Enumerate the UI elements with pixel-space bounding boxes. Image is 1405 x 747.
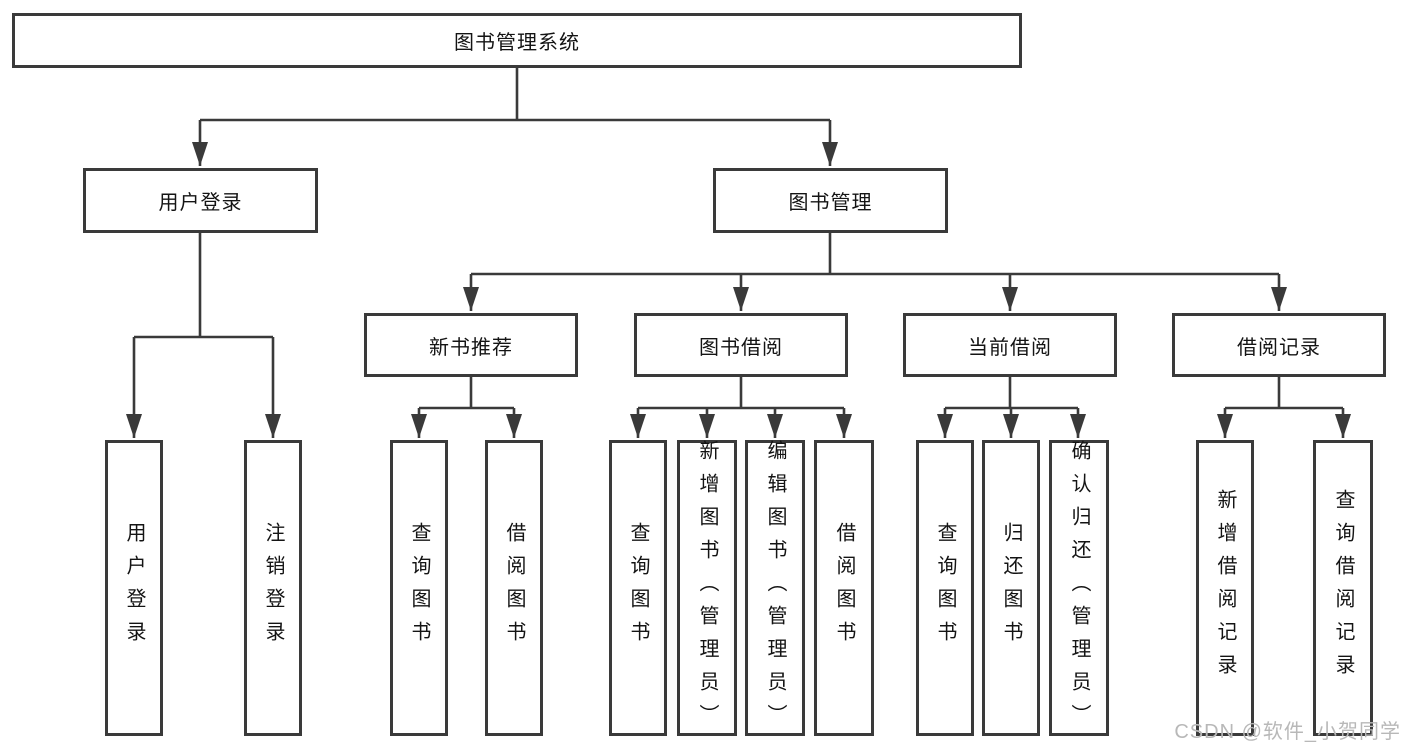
node-label: 新增图书（管理员） — [696, 439, 718, 737]
node-label: 注销登录 — [262, 522, 284, 654]
node-current-borrowing: 当前借阅 — [903, 313, 1117, 377]
watermark: CSDN @软件_小贺同学 — [1174, 721, 1401, 743]
node-label: 借阅图书 — [833, 522, 855, 654]
leaf-edit-books-admin: 编辑图书（管理员） — [745, 439, 805, 737]
node-label: 查询图书 — [934, 522, 956, 654]
leaf-borrow-books: 借阅图书 — [814, 440, 874, 736]
node-user-login: 用户登录 — [83, 168, 318, 233]
leaf-add-borrow-record: 新增借阅记录 — [1196, 440, 1254, 736]
node-label: 编辑图书（管理员） — [764, 439, 786, 737]
node-label: 归还图书 — [1000, 522, 1022, 654]
node-label: 查询图书 — [627, 522, 649, 654]
leaf-query-books-current: 查询图书 — [916, 440, 974, 736]
leaf-borrow-books-recommend: 借阅图书 — [485, 440, 543, 736]
node-book-management: 图书管理 — [713, 168, 948, 233]
leaf-query-books-borrowing: 查询图书 — [609, 440, 667, 736]
leaf-add-books-admin: 新增图书（管理员） — [677, 439, 737, 737]
node-label: 借阅图书 — [503, 522, 525, 654]
node-book-borrowing: 图书借阅 — [634, 313, 848, 377]
leaf-query-borrow-record: 查询借阅记录 — [1313, 440, 1373, 736]
leaf-user-login: 用户登录 — [105, 440, 163, 736]
node-label: 确认归还（管理员） — [1068, 439, 1090, 737]
node-root: 图书管理系统 — [12, 13, 1022, 68]
node-new-book-recommend: 新书推荐 — [364, 313, 578, 377]
leaf-confirm-return-admin: 确认归还（管理员） — [1049, 439, 1109, 737]
leaf-logout: 注销登录 — [244, 440, 302, 736]
node-borrowing-record: 借阅记录 — [1172, 313, 1386, 377]
node-label: 查询借阅记录 — [1332, 489, 1354, 687]
node-label: 新增借阅记录 — [1214, 489, 1236, 687]
leaf-return-books: 归还图书 — [982, 440, 1040, 736]
node-label: 用户登录 — [123, 522, 145, 654]
leaf-query-books-recommend: 查询图书 — [390, 440, 448, 736]
node-label: 查询图书 — [408, 522, 430, 654]
